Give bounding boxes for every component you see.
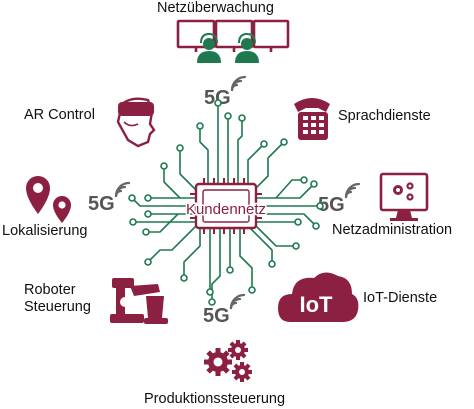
fiveg-label-left: 5G (88, 193, 115, 215)
lokalisierung-label: Lokalisierung (2, 223, 88, 239)
fiveg-label-right: 5G (318, 194, 345, 216)
gear-monitor-icon (379, 172, 429, 221)
iot-badge: IoT (300, 292, 334, 317)
steuerung-label: Steuerung (24, 299, 91, 315)
cloud-icon (278, 272, 359, 322)
telephone-icon (294, 98, 330, 140)
circuit-traces (133, 105, 318, 300)
produktionssteuerung-label: Produktionssteuerung (144, 391, 286, 407)
chip-icon (190, 178, 262, 234)
robot-arm-icon (110, 278, 168, 324)
fiveg-label-top: 5G (204, 87, 231, 109)
headset-person-icon (197, 32, 259, 63)
monitor-icon (176, 19, 290, 52)
vr-headset-icon (116, 97, 156, 148)
netzadministration-label: Netzadministration (332, 222, 453, 238)
iot-dienste-label: IoT-Dienste (363, 290, 438, 306)
roboter-label: Roboter (24, 282, 76, 298)
location-pin-icon (26, 176, 71, 223)
ar-control-label: AR Control (24, 107, 95, 123)
fiveg-label-bottom: 5G (203, 305, 230, 327)
circuit-nodes (128, 99, 324, 306)
sprachdienste-label: Sprachdienste (338, 108, 431, 124)
netzuberwachung-label: Netzüberwachung (157, 0, 274, 16)
center-label: Kundennetz (186, 201, 266, 218)
gears-icon (204, 340, 252, 382)
signal-icon (114, 75, 361, 310)
